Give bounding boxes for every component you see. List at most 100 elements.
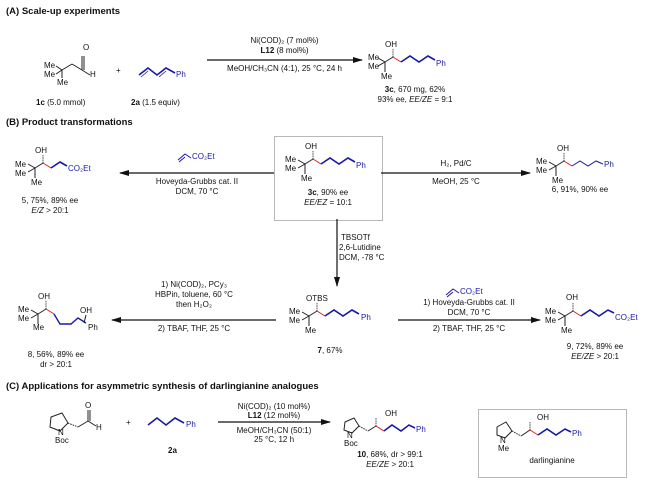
molecule-5 (27, 155, 68, 178)
atom-ph: Ph (186, 420, 196, 429)
plus-sign: + (126, 418, 131, 427)
reagent-1c-label: 1c (5.0 mmol) (36, 98, 86, 107)
atom-me: Me (498, 444, 510, 453)
atom-me: Me (44, 61, 56, 70)
atom-o: O (83, 43, 90, 52)
atom-oh: OH (385, 409, 397, 418)
natural-product-name: darlingianine (529, 456, 575, 465)
product-5-yield: 5, 75%, 89% ee (21, 196, 79, 205)
conditions-to-8-step1b: HBPin, toluene, 60 °C (155, 290, 233, 299)
section-b-title: (B) Product transformations (6, 117, 133, 128)
atom-me: Me (18, 314, 30, 323)
atom-me: Me (33, 323, 45, 332)
atom-me: Me (545, 316, 557, 325)
molecule-boc-prolinal (49, 410, 97, 432)
conditions-to-6-reagent: H₂, Pd/C (440, 159, 472, 168)
conditions-to-7-base: 2,6-Lutidine (339, 243, 381, 252)
reagent-acrylate: CO₂Et (192, 152, 215, 161)
conditions-c-ligand: L12 (12 mol%) (247, 411, 301, 420)
atom-me: Me (15, 160, 27, 169)
reagent-2a-label: 2a (168, 446, 177, 455)
atom-h: H (96, 423, 102, 432)
conditions-to-9-step1: 1) Hoveyda-Grubbs cat. II (423, 298, 515, 307)
ethyl-acrylate-left (177, 153, 192, 163)
section-c-title: (C) Applications for asymmetric synthesi… (6, 381, 319, 392)
conditions-a-solvent: MeOH/CH₃CN (4:1), 25 °C, 24 h (227, 64, 342, 73)
atom-me: Me (57, 78, 69, 87)
atom-me: Me (285, 164, 297, 173)
atom-n: N (58, 428, 64, 437)
atom-me: Me (561, 326, 573, 335)
conditions-to-7-reagent: TBSOTf (341, 233, 370, 242)
atom-oh: OH (80, 306, 92, 315)
atom-ph: Ph (436, 59, 446, 68)
product-7-yield: 7, 67% (317, 346, 343, 355)
plus-sign: + (116, 66, 121, 75)
conditions-to-7-solvent: DCM, -78 °C (339, 253, 385, 262)
atom-oh: OH (566, 293, 578, 302)
atom-me: Me (15, 169, 27, 178)
product-3c-yield: 3c, 670 mg, 62% (384, 85, 446, 94)
molecule-darlingianine (496, 421, 572, 439)
atom-n: N (500, 436, 506, 445)
atom-me: Me (305, 326, 317, 335)
product-8-dr: dr > 20:1 (40, 360, 72, 369)
atom-co2et: CO₂Et (68, 164, 91, 173)
atom-boc: Boc (55, 436, 69, 445)
ethyl-acrylate-right (445, 288, 460, 298)
atom-ph: Ph (176, 70, 186, 79)
atom-oh: OH (305, 142, 317, 151)
compound-3c-ratio: EE/EZ = 10:1 (304, 198, 352, 207)
atom-co2et: CO₂Et (615, 313, 638, 322)
atom-ph: Ph (356, 161, 366, 170)
atom-ph: Ph (416, 425, 426, 434)
atom-oh: OH (557, 144, 569, 153)
conditions-to-8-step2: 2) TBAF, THF, 25 °C (157, 324, 231, 333)
atom-me: Me (289, 307, 301, 316)
highlight-box-3c (274, 136, 383, 221)
molecule-10 (343, 417, 416, 434)
product-10-ratio: EE/ZE > 20:1 (366, 460, 414, 469)
atom-ph: Ph (88, 323, 98, 332)
conditions-a-catalyst: Ni(COD)₂ (7 mol%) (250, 36, 319, 45)
atom-otbs: OTBS (306, 294, 328, 303)
conditions-c-solvent: MeOH/CH₃CN (50:1) (236, 426, 312, 435)
product-3c-selectivity: 93% ee, EE/ZE = 9:1 (377, 95, 453, 104)
conditions-to-9-solvent: DCM, 70 °C (447, 308, 491, 317)
conditions-to-5-catalyst: Hoveyda-Grubbs cat. II (155, 177, 239, 186)
atom-me: Me (536, 166, 548, 175)
conditions-to-5-solvent: DCM, 70 °C (175, 187, 219, 196)
atom-oh: OH (35, 146, 47, 155)
atom-h: H (90, 70, 96, 79)
atom-me: Me (289, 316, 301, 325)
atom-ph: Ph (572, 429, 582, 438)
product-8-yield: 8, 56%, 89% ee (27, 350, 85, 359)
highlight-box-darlingianine (478, 409, 627, 478)
conditions-c-catalyst: Ni(COD)₂ (10 mol%) (237, 402, 311, 411)
conditions-c-temp-time: 25 °C, 12 h (253, 435, 295, 444)
section-a-title: (A) Scale-up experiments (6, 6, 121, 17)
conditions-to-9-step2: 2) TBAF, THF, 25 °C (432, 324, 506, 333)
conditions-a-ligand: L12 (8 mol%) (260, 46, 309, 55)
molecule-3c-b (297, 151, 356, 174)
atom-oh: OH (385, 40, 397, 49)
atom-me: Me (552, 176, 564, 185)
atom-me: Me (545, 307, 557, 316)
molecule-2a (138, 66, 176, 78)
molecule-6 (548, 153, 604, 176)
reagent-2a-label: 2a (1.5 equiv) (131, 98, 180, 107)
conditions-to-8-step1: 1) Ni(COD)₂, PCy₃ (161, 280, 227, 289)
compound-3c-ee: 3c, 90% ee (307, 188, 349, 197)
atom-me: Me (536, 157, 548, 166)
atom-boc: Boc (344, 439, 358, 448)
product-5-ratio: E/Z > 20:1 (31, 206, 69, 215)
product-9-yield: 9, 72%, 89% ee (566, 342, 624, 351)
molecule-7 (301, 303, 360, 326)
atom-me: Me (301, 174, 313, 183)
atom-me: Me (368, 53, 380, 62)
conditions-to-6-solvent: MeOH, 25 °C (432, 177, 480, 186)
reagent-acrylate: CO₂Et (460, 287, 483, 296)
molecule-1c (55, 56, 91, 78)
conditions-to-8-oxidation: then H₂O₂ (175, 300, 212, 309)
